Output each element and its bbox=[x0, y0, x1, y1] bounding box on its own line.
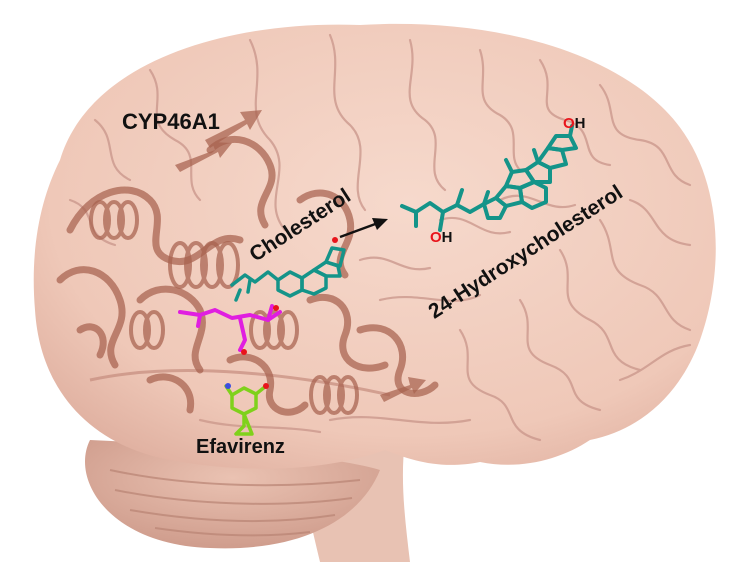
hydrogen-atom-label: H bbox=[574, 115, 586, 132]
hydroxyl-top-label: OH bbox=[563, 116, 586, 131]
oxygen-atom-label: O bbox=[430, 229, 442, 246]
cholesterol-bound bbox=[230, 246, 346, 302]
oxygen-atom-label: O bbox=[563, 115, 575, 132]
cerebellum bbox=[85, 440, 380, 549]
hydroxyl-side-label: OH bbox=[430, 230, 453, 245]
hydrogen-atom-label: H bbox=[441, 229, 453, 246]
brain-folds bbox=[68, 33, 692, 442]
protein-ribbon-structure bbox=[56, 135, 439, 416]
protein-label: CYP46A1 bbox=[122, 109, 220, 134]
ligand-magenta bbox=[178, 304, 282, 352]
cerebrum bbox=[33, 23, 716, 469]
reaction-arrow bbox=[339, 218, 388, 239]
hydroxycholesterol-structure bbox=[400, 124, 578, 232]
efavirenz-label: Efavirenz bbox=[196, 436, 285, 458]
